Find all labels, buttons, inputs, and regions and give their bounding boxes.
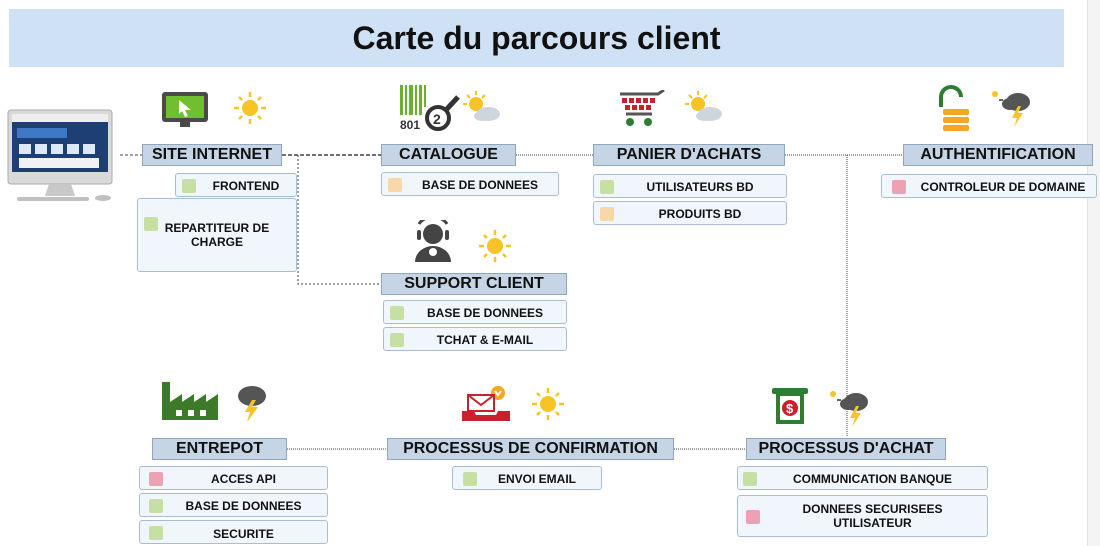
status-indicator [388, 178, 402, 192]
dollar-payment-icon: $ [770, 388, 810, 431]
node-processus-achat[interactable]: PROCESSUS D'ACHAT [746, 438, 946, 460]
svg-text:$: $ [786, 401, 794, 416]
sun-icon [477, 228, 513, 269]
partly-cloudy-icon [462, 90, 502, 129]
component-label: FRONTEND [212, 179, 280, 193]
component-load-balancer[interactable]: REPARTITEUR DE CHARGE [137, 198, 297, 272]
component-label: BASE DE DONNEES [421, 178, 539, 192]
monitor-cursor-icon [160, 90, 210, 133]
component-label: PRODUITS BD [658, 207, 742, 221]
component-products-db[interactable]: PRODUITS BD [593, 201, 787, 225]
desktop-computer-icon [7, 108, 127, 203]
status-indicator [149, 526, 163, 540]
node-support-client[interactable]: SUPPORT CLIENT [381, 273, 567, 295]
component-bank-communication[interactable]: COMMUNICATION BANQUE [737, 466, 988, 490]
thunderstorm-icon [828, 388, 872, 433]
component-label: TCHAT & E-MAIL [436, 333, 534, 347]
status-indicator [144, 217, 158, 231]
component-label: BASE DE DONNEES [426, 306, 544, 320]
svg-text:801: 801 [400, 118, 420, 132]
sun-icon [232, 90, 268, 131]
status-indicator [746, 510, 760, 524]
node-catalogue[interactable]: CATALOGUE [381, 144, 516, 166]
thunderstorm-icon [232, 384, 272, 429]
node-site-internet[interactable]: SITE INTERNET [142, 144, 282, 166]
component-label: COMMUNICATION BANQUE [792, 472, 953, 486]
scrollbar[interactable] [1087, 0, 1100, 546]
node-authentification[interactable]: AUTHENTIFICATION [903, 144, 1093, 166]
status-indicator [149, 472, 163, 486]
status-indicator [600, 207, 614, 221]
component-frontend[interactable]: FRONTEND [175, 173, 297, 197]
barcode-search-icon: 801 2 [400, 85, 462, 138]
component-label: BASE DE DONNEES [185, 499, 302, 513]
component-label: SECURITE [213, 527, 274, 541]
node-panier-achats[interactable]: PANIER D'ACHATS [593, 144, 785, 166]
shopping-cart-icon [618, 88, 668, 133]
component-label: DONNEES SECURISEES UTILISATEUR [802, 502, 943, 530]
component-users-db[interactable]: UTILISATEURS BD [593, 174, 787, 198]
component-email-sending[interactable]: ENVOI EMAIL [452, 466, 602, 490]
page-title: Carte du parcours client [352, 19, 721, 56]
status-indicator [463, 472, 477, 486]
component-database[interactable]: BASE DE DONNEES [383, 300, 567, 324]
partly-cloudy-icon [684, 90, 724, 129]
component-label: REPARTITEUR DE CHARGE [164, 221, 270, 249]
status-indicator [390, 306, 404, 320]
mail-inbox-icon [462, 385, 510, 428]
unlocked-database-icon [935, 85, 975, 138]
component-label: UTILISATEURS BD [646, 180, 754, 194]
sun-icon [530, 386, 566, 427]
thunderstorm-icon [990, 88, 1034, 133]
status-indicator [892, 180, 906, 194]
component-security[interactable]: SECURITE [139, 520, 328, 544]
component-api-access[interactable]: ACCES API [139, 466, 328, 490]
component-domain-controller[interactable]: CONTROLEUR DE DOMAINE [881, 174, 1097, 198]
status-indicator [743, 472, 757, 486]
status-indicator [390, 333, 404, 347]
svg-text:2: 2 [433, 111, 441, 127]
title-bar: Carte du parcours client [9, 9, 1064, 67]
component-database[interactable]: BASE DE DONNEES [381, 172, 559, 196]
factory-icon [160, 382, 222, 425]
component-database[interactable]: BASE DE DONNEES [139, 493, 328, 517]
component-label: CONTROLEUR DE DOMAINE [920, 180, 1086, 194]
status-indicator [600, 180, 614, 194]
component-secure-user-data[interactable]: DONNEES SECURISEES UTILISATEUR [737, 495, 988, 537]
node-processus-confirmation[interactable]: PROCESSUS DE CONFIRMATION [387, 438, 674, 460]
component-chat-email[interactable]: TCHAT & E-MAIL [383, 327, 567, 351]
status-indicator [182, 179, 196, 193]
status-indicator [149, 499, 163, 513]
headset-agent-icon [413, 215, 453, 267]
component-label: ENVOI EMAIL [497, 472, 576, 486]
node-entrepot[interactable]: ENTREPOT [152, 438, 287, 460]
component-label: ACCES API [211, 472, 276, 486]
